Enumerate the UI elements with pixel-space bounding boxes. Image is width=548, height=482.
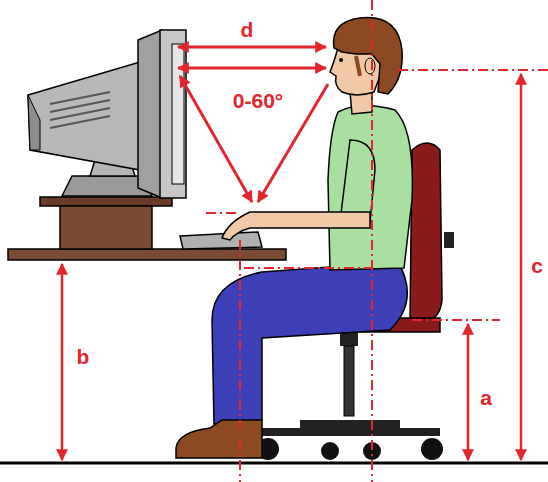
- person: [176, 18, 412, 458]
- monitor-stand: [60, 206, 152, 249]
- center-line: [371, 0, 373, 482]
- chair-base-hub: [300, 420, 400, 428]
- knee-line: [239, 240, 241, 482]
- desk-height-arrow: [61, 264, 64, 460]
- chair-mechanism: [340, 332, 358, 346]
- desk-top: [8, 249, 286, 260]
- ear: [365, 58, 375, 74]
- eye: [339, 58, 343, 62]
- dimension-label: d: [239, 19, 256, 40]
- distance-arrow: [178, 46, 326, 49]
- floor-line: [0, 462, 548, 465]
- forearm: [222, 212, 370, 240]
- monitor-vents: [50, 92, 110, 128]
- chair-wheels: [257, 438, 443, 460]
- chair-knob: [444, 232, 454, 248]
- elbow-line: [206, 212, 236, 214]
- chair-back: [410, 143, 442, 322]
- monitor: [28, 30, 186, 198]
- dimension-lines: [62, 0, 548, 482]
- dimension-label: a: [478, 387, 494, 408]
- shirt: [328, 105, 412, 270]
- monitor-screen: [172, 44, 184, 184]
- monitor-back-side: [28, 95, 40, 150]
- eye-level-line: [398, 69, 548, 71]
- monitor-stand-plate: [40, 197, 172, 206]
- seat-level-line: [412, 319, 500, 321]
- sleeve: [340, 140, 375, 222]
- eye-height-arrow: [520, 74, 523, 460]
- gaze-line: [178, 67, 326, 70]
- angle-label: 0-60°: [231, 90, 285, 111]
- dimension-label: c: [529, 255, 545, 276]
- chair-post: [344, 346, 354, 416]
- dimension-label: b: [75, 346, 92, 367]
- seat-height-arrow: [467, 324, 470, 460]
- thigh-line: [244, 267, 372, 269]
- monitor-front: [160, 30, 186, 198]
- legs: [212, 262, 407, 424]
- sideburn: [356, 56, 360, 76]
- monitor-back: [28, 62, 140, 170]
- hair: [334, 18, 403, 94]
- monitor-side: [138, 30, 162, 198]
- keyboard: [180, 232, 262, 249]
- shoe: [176, 420, 262, 458]
- chair-base: [262, 428, 440, 436]
